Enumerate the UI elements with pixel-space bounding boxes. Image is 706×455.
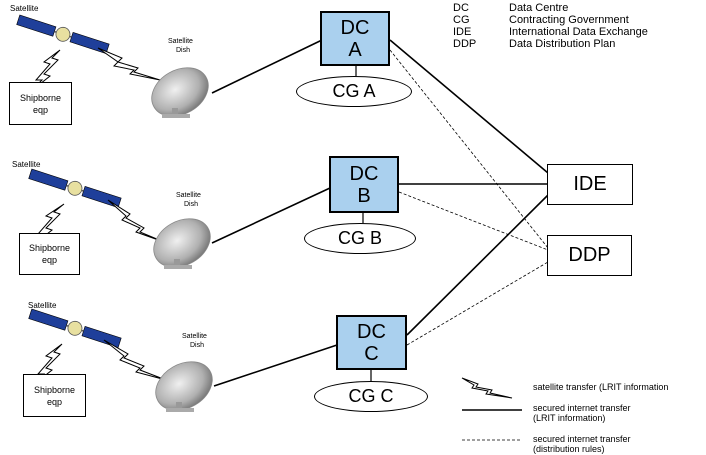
ship-label: Shipborne xyxy=(33,384,76,395)
ship-label: eqp xyxy=(41,255,58,265)
dish-label: Dish xyxy=(190,342,205,349)
link-dish-a-dc-a xyxy=(211,39,323,94)
legend-satellite-transfer-label: satellite transfer (LRIT information xyxy=(533,382,669,392)
dashed-dc-b-ddp xyxy=(398,191,549,251)
satellite-icon xyxy=(28,308,122,348)
abbr-code: CG xyxy=(453,14,470,26)
legend-lightning-icon xyxy=(461,377,513,399)
dc-letter: A xyxy=(348,38,362,61)
lightning-icon xyxy=(107,199,165,243)
data-centre-c: DC C xyxy=(336,315,407,370)
dc-letter: B xyxy=(357,184,371,207)
legend-secured-transfer-label: (LRIT information) xyxy=(533,413,606,423)
link-dc-a-ide xyxy=(389,39,549,174)
link-dish-c-dc-c xyxy=(213,344,338,387)
dc-label: DC xyxy=(349,162,379,185)
satellite-icon xyxy=(16,14,110,54)
satellite-dish-icon xyxy=(151,67,209,118)
contracting-government-c: CG C xyxy=(314,381,428,412)
link-dc-c-ide xyxy=(406,194,549,336)
satellite-dish-icon xyxy=(155,361,213,412)
abbr-meaning: Data Centre xyxy=(509,2,569,14)
dashed-dc-a-ddp xyxy=(389,49,549,249)
satellite-icon xyxy=(28,168,122,208)
abbr-meaning: Data Distribution Plan xyxy=(509,38,616,50)
ship-label: Shipborne xyxy=(19,92,62,103)
dish-label: Dish xyxy=(176,47,191,54)
ship-label: eqp xyxy=(46,396,63,407)
lightning-icon xyxy=(103,339,167,381)
dashed-links xyxy=(389,49,549,346)
legend-distribution-rules-label: secured internet transfer xyxy=(533,434,631,444)
ship-label: Shipborne xyxy=(28,243,71,253)
abbr-code: DDP xyxy=(453,38,477,50)
shipborne-equipment-box: Shipborne eqp xyxy=(19,233,80,275)
ship-label: eqp xyxy=(32,104,49,115)
solid-links xyxy=(211,39,549,387)
dc-label: DC xyxy=(340,16,370,39)
abbr-meaning: Contracting Government xyxy=(509,14,629,26)
legend-distribution-rules-label: (distribution rules) xyxy=(533,444,605,454)
dashed-dc-c-ddp xyxy=(406,261,549,346)
contracting-government-a: CG A xyxy=(296,76,412,107)
link-dish-b-dc-b xyxy=(211,187,331,244)
abbr-code: DC xyxy=(453,2,469,14)
data-distribution-plan-box: DDP xyxy=(547,235,632,276)
dish-label: Satellite xyxy=(182,333,207,340)
dish-label: Satellite xyxy=(168,38,193,45)
international-data-exchange-box: IDE xyxy=(547,164,633,205)
abbr-code: IDE xyxy=(453,26,472,38)
shipborne-equipment-box: Shipborne eqp xyxy=(23,374,86,417)
dc-label: DC xyxy=(357,320,386,343)
satellite-label: Satellite xyxy=(12,160,41,169)
satellite-label: Satellite xyxy=(10,4,39,13)
shipborne-equipment-box: Shipborne eqp xyxy=(9,82,72,125)
satellite-label: Satellite xyxy=(28,301,57,310)
dish-label: Satellite xyxy=(176,192,201,199)
dish-label: Dish xyxy=(184,201,199,208)
data-centre-b: DC B xyxy=(329,156,399,213)
satellite-dish-icon xyxy=(153,218,211,269)
abbr-meaning: International Data Exchange xyxy=(509,26,648,38)
data-centre-a: DC A xyxy=(320,11,390,66)
legend-secured-transfer-label: secured internet transfer xyxy=(533,403,631,413)
dc-letter: C xyxy=(364,342,379,365)
contracting-government-b: CG B xyxy=(304,223,416,254)
lightning-icon xyxy=(97,47,161,81)
